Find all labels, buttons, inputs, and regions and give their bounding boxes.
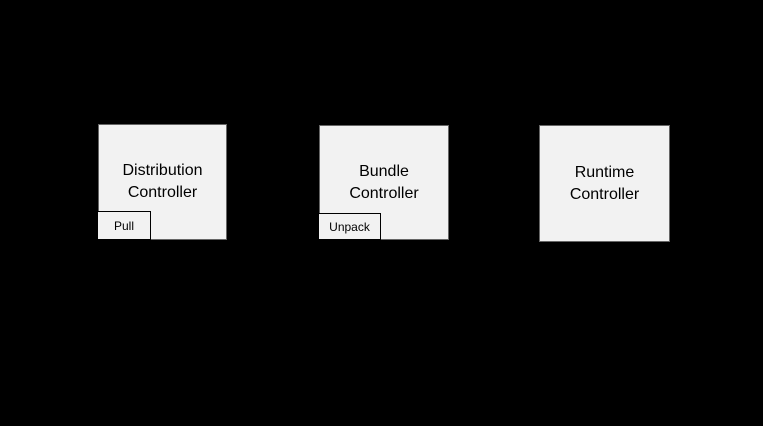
sub-box-pull: Pull	[97, 211, 151, 240]
node-distribution-controller-label: Distribution Controller	[122, 162, 203, 201]
sub-box-pull-label: Pull	[113, 218, 134, 233]
node-runtime-controller-label: Runtime Controller	[569, 163, 640, 203]
sub-box-unpack: Unpack	[318, 213, 381, 240]
node-runtime-controller: Runtime Controller	[539, 125, 670, 242]
node-bundle-controller-label: Bundle Controller	[349, 162, 419, 202]
sub-box-unpack-label: Unpack	[329, 219, 370, 234]
